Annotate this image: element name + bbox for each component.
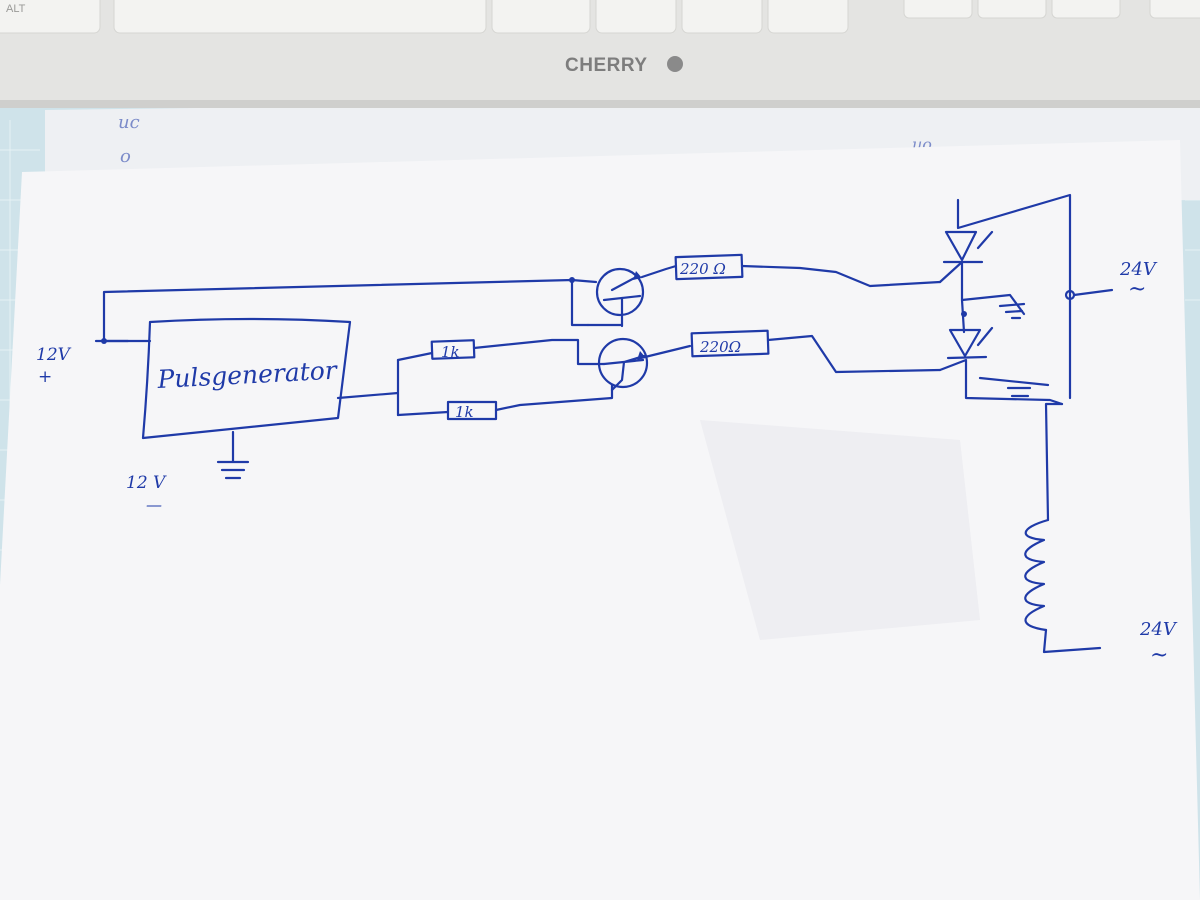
label-ac-out-top-symbol: ~ bbox=[1128, 277, 1146, 302]
wire-lower-base bbox=[494, 383, 614, 412]
wire-triac-upper-loop bbox=[956, 193, 1072, 400]
scribble-left: o bbox=[120, 146, 131, 167]
wire-to-coil bbox=[1044, 402, 1064, 522]
wire-upper-collector bbox=[570, 278, 598, 284]
transistor-upper bbox=[595, 267, 645, 317]
label-supply-plus-sign: + bbox=[38, 367, 52, 387]
transistor-lower bbox=[597, 337, 649, 389]
wire-lower-collector-out bbox=[643, 344, 692, 359]
cherry-icon bbox=[667, 56, 683, 72]
key-alt bbox=[0, 0, 101, 34]
key-right-1 bbox=[491, 0, 591, 34]
key-right-2 bbox=[595, 0, 677, 34]
wire-upper-collector-out bbox=[640, 264, 678, 279]
triac-upper-ground-icon bbox=[998, 302, 1026, 320]
label-resistor-lower-base: 1k bbox=[455, 403, 474, 421]
keyboard: ALT CHERRY bbox=[0, 0, 1200, 108]
triac-lower-icon bbox=[948, 328, 982, 358]
inductor-coil-icon bbox=[1024, 518, 1050, 632]
label-ac-out-bottom-voltage: 24V bbox=[1139, 619, 1178, 640]
key-right-3 bbox=[681, 0, 763, 34]
paper-crease-shadow bbox=[700, 420, 980, 640]
pulse-generator-box bbox=[141, 317, 352, 440]
label-resistor-upper-base: 1k bbox=[441, 343, 460, 361]
key-arrow-1 bbox=[903, 0, 973, 19]
scribble-top: uc bbox=[118, 112, 140, 133]
label-resistor-upper-gate: 220 Ω bbox=[679, 260, 726, 278]
wire-coil-out bbox=[1042, 628, 1102, 654]
wire-upper-gate bbox=[740, 264, 942, 288]
key-arrow-3 bbox=[1051, 0, 1121, 19]
transistor-upper-arrow-icon bbox=[633, 271, 642, 280]
triac-upper-icon bbox=[944, 230, 978, 262]
label-supply-plus-voltage: 12V bbox=[36, 345, 72, 365]
generator-ground-icon bbox=[216, 430, 250, 480]
resistor-lower-gate bbox=[690, 329, 770, 358]
wire-upper-base bbox=[472, 338, 606, 366]
schematic-paper bbox=[0, 140, 1200, 900]
keyboard-brand-logo: CHERRY bbox=[565, 55, 648, 76]
label-ac-out-top-voltage: 24V bbox=[1119, 259, 1158, 280]
wire-split bbox=[396, 351, 450, 417]
key-arrow-2 bbox=[977, 0, 1047, 19]
wire-triac-mid bbox=[960, 298, 966, 334]
wire-ac-top bbox=[1072, 288, 1114, 297]
label-supply-minus-sign: — bbox=[146, 495, 162, 514]
label-supply-minus-voltage: 12 V bbox=[126, 473, 167, 493]
wire-generator-output bbox=[336, 358, 400, 417]
label-ac-out-bottom-symbol: ~ bbox=[1150, 643, 1168, 668]
triac-lower-ground-icon bbox=[978, 376, 1050, 398]
wire-lower-gate bbox=[766, 334, 942, 374]
key-numpad bbox=[1149, 0, 1200, 19]
triac-lower-leads bbox=[938, 326, 1064, 406]
key-space bbox=[113, 0, 487, 34]
key-right-4 bbox=[767, 0, 849, 34]
transistor-lower-arrow-icon bbox=[637, 351, 646, 360]
key-alt-label: ALT bbox=[6, 3, 26, 15]
label-resistor-lower-gate: 220Ω bbox=[699, 338, 741, 356]
